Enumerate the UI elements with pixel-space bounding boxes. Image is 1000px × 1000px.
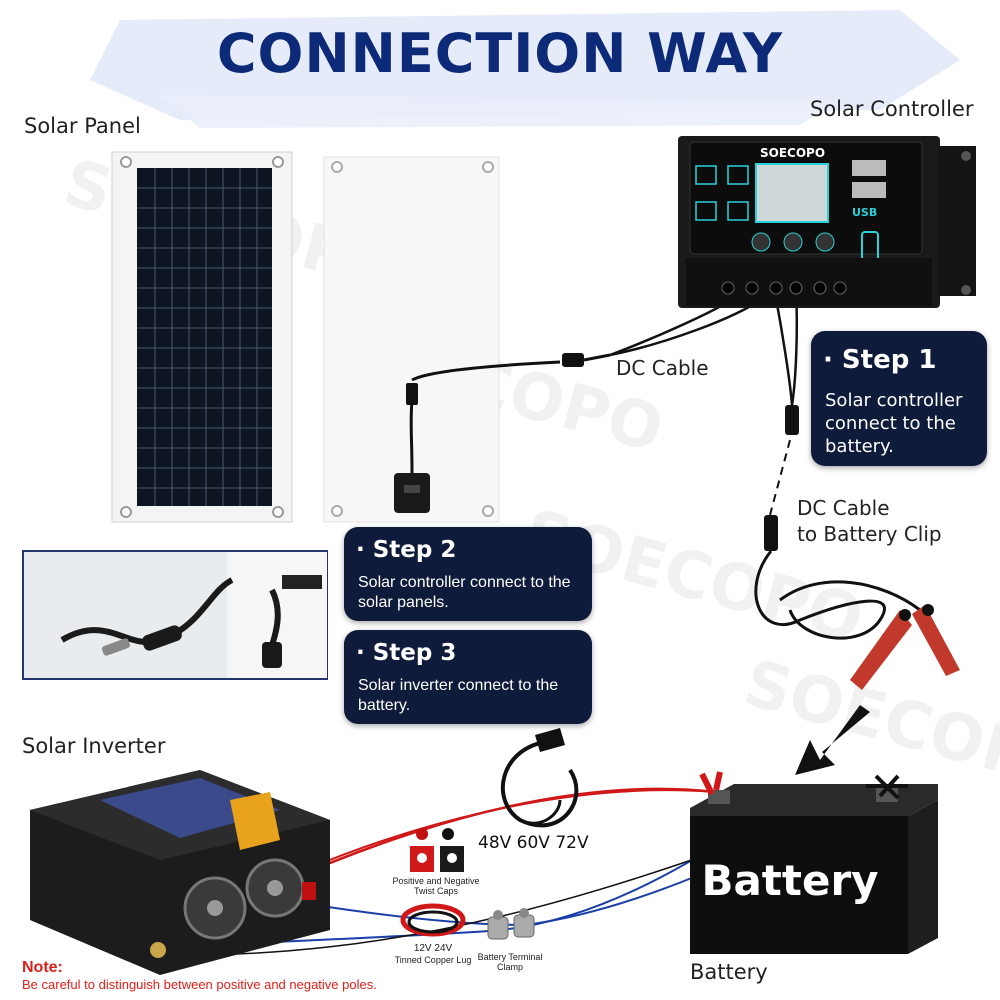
step-3-text-2: battery. (358, 697, 411, 714)
terminal-clamp-label-1: Battery Terminal (477, 952, 543, 962)
twist-caps-label-2: Twist Caps (413, 886, 458, 896)
solar-inverter-label: Solar Inverter (22, 734, 166, 758)
battery-label: Battery (690, 960, 768, 984)
copper-lug-label-1: 12V 24V (413, 943, 453, 954)
copper-lug-image (400, 903, 466, 937)
page-title: CONNECTION WAY (216, 22, 784, 85)
step-2-text-2: solar panels. (358, 594, 449, 611)
solar-panel-back-image (323, 156, 500, 523)
connector-inset-image (22, 550, 328, 680)
solar-controller-label: Solar Controller (810, 97, 974, 121)
solar-inverter-image (30, 770, 330, 975)
step-1-heading: · Step 1 (823, 345, 937, 375)
step-1-text-2: connect to the (825, 413, 956, 434)
step-2-card: · Step 2 Solar controller connect to the… (344, 527, 592, 621)
controller-brand: SOECOPO (760, 146, 826, 160)
step-2-text-1: Solar controller connect to the (358, 574, 571, 591)
note-heading: Note: (22, 959, 63, 976)
step-1-card: · Step 1 Solar controller connect to the… (811, 331, 987, 466)
step-3-card: · Step 3 Solar inverter connect to the b… (344, 630, 592, 724)
terminal-clamp-image (487, 908, 535, 940)
solar-controller-image (678, 136, 976, 308)
step-2-heading: · Step 2 (356, 537, 457, 563)
battery-text: Battery (701, 856, 879, 905)
dc-cable-label: DC Cable (616, 356, 709, 380)
voltage-label: 48V 60V 72V (478, 833, 589, 853)
step-3-heading: · Step 3 (356, 640, 457, 666)
battery-image (690, 771, 938, 954)
solar-panel-image (111, 151, 293, 523)
dc-cable-battery-label-1: DC Cable (797, 496, 890, 520)
terminal-clamp-label-2: Clamp (496, 962, 523, 972)
twist-caps-label-1: Positive and Negative (392, 876, 480, 886)
dc-cable-battery-label-2: to Battery Clip (797, 522, 942, 546)
solar-panel-label: Solar Panel (24, 114, 141, 138)
copper-lug-label-2: Tinned Copper Lug (394, 955, 472, 965)
twist-caps-image (410, 828, 464, 872)
step-1-text-3: battery. (825, 436, 894, 457)
step-1-text-1: Solar controller (825, 390, 963, 411)
note-text: Be careful to distinguish between positi… (22, 977, 377, 992)
step-3-text-1: Solar inverter connect to the (358, 677, 559, 694)
controller-usb: USB (852, 206, 878, 219)
